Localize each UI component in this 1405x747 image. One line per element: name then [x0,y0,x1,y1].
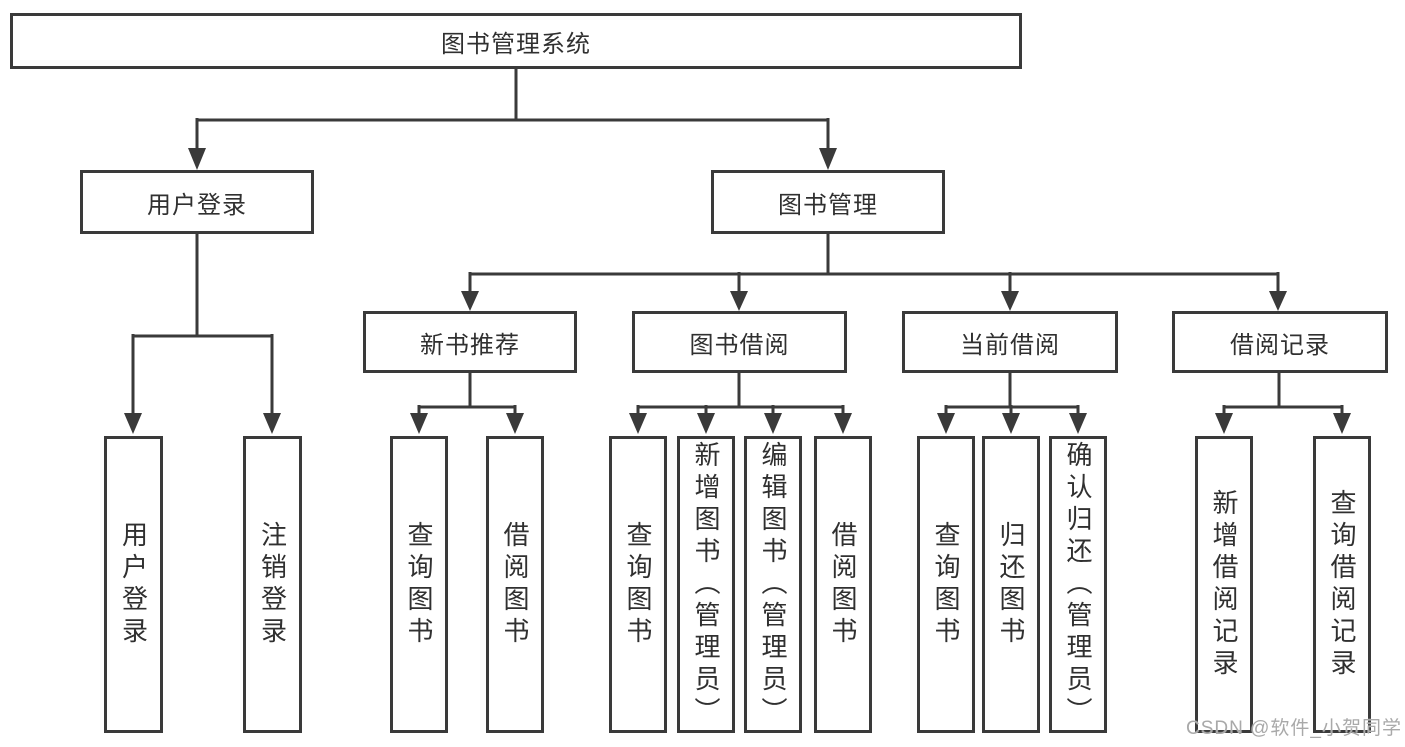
node-label: 新增借阅记录 [1209,488,1239,681]
arrowheads-level3 [461,291,1287,311]
leaf-query-books-current: 查询图书 [917,436,975,733]
node-label: 当前借阅 [960,331,1060,359]
arrowheads-borrowing-records-leaves [1215,413,1351,434]
node-label: 图书管理 [778,191,878,219]
node-label: 用户登录 [147,191,247,219]
connector-current-borrowing-wire [944,373,1080,415]
node-borrowing-records: 借阅记录 [1172,311,1388,373]
node-new-book-recommendation: 新书推荐 [363,311,577,373]
connector-root-to-level2-wire [195,69,830,151]
arrowheads-book-borrowing-leaves [629,413,852,434]
node-label: 新书推荐 [420,331,520,359]
arrowheads-level2 [188,148,837,170]
leaf-edit-books-admin: 编辑图书（管理员） [744,436,802,733]
node-label: 借阅图书 [500,520,530,649]
leaf-query-books-recommendation: 查询图书 [390,436,448,733]
leaf-add-borrow-record: 新增借阅记录 [1195,436,1253,733]
leaf-query-borrow-record: 查询借阅记录 [1313,436,1371,733]
leaf-return-books: 归还图书 [982,436,1040,733]
connector-book-management-wire [468,234,1280,293]
arrowheads-new-book-recommendation-leaves [410,413,524,434]
node-book-management: 图书管理 [711,170,945,234]
leaf-user-login: 用户登录 [104,436,163,733]
node-label: 查询图书 [623,520,653,649]
node-current-borrowing: 当前借阅 [902,311,1118,373]
node-label: 归还图书 [996,520,1026,649]
node-label: 新增图书（管理员） [691,440,721,729]
leaf-logout: 注销登录 [243,436,302,733]
arrowheads-current-borrowing-leaves [937,413,1087,434]
watermark: CSDN @软件_小贺同学 [1186,718,1402,739]
connector-book-borrowing-wire [636,373,845,415]
node-label: 图书借阅 [689,331,790,359]
node-label: 图书管理系统 [441,30,591,58]
node-label: 查询图书 [931,520,961,649]
leaf-borrow-books-recommendation: 借阅图书 [486,436,544,733]
node-label: 借阅图书 [828,520,858,649]
node-book-borrowing: 图书借阅 [632,311,847,373]
node-library-management-system: 图书管理系统 [10,13,1022,69]
node-label: 编辑图书（管理员） [758,440,788,729]
node-label: 注销登录 [257,520,288,649]
arrowheads-user-login-leaves [124,413,281,434]
connector-user-login-wire [131,234,274,415]
leaf-add-books-admin: 新增图书（管理员） [677,436,735,733]
leaf-confirm-return-admin: 确认归还（管理员） [1049,436,1107,733]
node-user-login: 用户登录 [80,170,314,234]
leaf-borrow-books-borrowing: 借阅图书 [814,436,872,733]
node-label: 借阅记录 [1230,331,1330,359]
node-label: 查询借阅记录 [1327,488,1357,681]
node-label: 用户登录 [118,520,149,649]
leaf-query-books-borrowing: 查询图书 [609,436,667,733]
connector-borrowing-records-wire [1222,373,1344,415]
connector-new-book-recommendation-wire [417,373,517,415]
node-label: 查询图书 [404,520,434,649]
node-label: 确认归还（管理员） [1063,440,1093,729]
